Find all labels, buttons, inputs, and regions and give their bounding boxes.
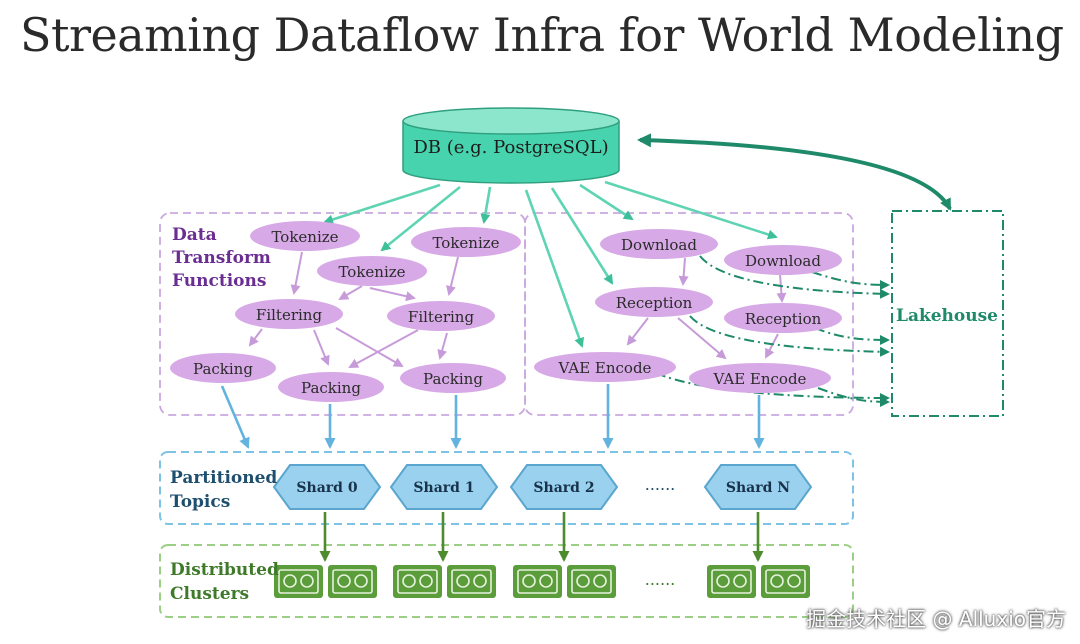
gpu-card-icon xyxy=(513,565,562,598)
svg-text:Reception: Reception xyxy=(616,294,693,312)
gpu-card-icon xyxy=(393,565,442,598)
svg-text:Reception: Reception xyxy=(745,310,822,328)
vae-encode-node-1: VAE Encode xyxy=(534,352,676,382)
cluster-ellipsis: ...... xyxy=(645,570,676,589)
lakehouse-label: Lakehouse xyxy=(896,306,998,326)
download-node-2: Download xyxy=(724,245,842,275)
shard-n: Shard N xyxy=(703,464,813,510)
gpu-card-icon xyxy=(707,565,756,598)
shard-1: Shard 1 xyxy=(389,464,499,510)
svg-text:Shard N: Shard N xyxy=(726,480,790,496)
gpu-card-icon xyxy=(328,565,377,598)
svg-text:Distributed: Distributed xyxy=(170,560,279,580)
svg-text:Packing: Packing xyxy=(193,360,253,378)
vae-encode-node-2: VAE Encode xyxy=(689,363,831,393)
gpu-card-icon xyxy=(567,565,616,598)
svg-text:Download: Download xyxy=(745,252,821,270)
page-title: Streaming Dataflow Infra for World Model… xyxy=(20,8,1064,62)
svg-text:Download: Download xyxy=(621,236,697,254)
transform-nodes: Tokenize Tokenize Tokenize Filtering Fil… xyxy=(170,221,842,402)
gpu-card-icon xyxy=(761,565,810,598)
tokenize-node-3: Tokenize xyxy=(317,256,427,286)
svg-text:Filtering: Filtering xyxy=(408,308,475,326)
db-label: DB (e.g. PostgreSQL) xyxy=(413,137,608,158)
shard-2: Shard 2 xyxy=(509,464,619,510)
svg-text:Shard 0: Shard 0 xyxy=(296,480,357,496)
cluster-arrows xyxy=(319,512,764,562)
packing-node-3: Packing xyxy=(400,363,506,393)
packing-node-1: Packing xyxy=(170,353,276,383)
watermark: 掘金技术社区 @ Alluxio官方 xyxy=(806,607,1066,631)
topics-label: Partitioned Topics xyxy=(170,468,277,512)
shard-arrows xyxy=(220,384,765,449)
tokenize-node-1: Tokenize xyxy=(250,221,360,251)
clusters-box xyxy=(159,544,854,618)
svg-text:Partitioned: Partitioned xyxy=(170,468,277,488)
gpu-pair-n xyxy=(707,565,810,598)
transform-label: Data Transform Functions xyxy=(172,225,271,291)
svg-text:Clusters: Clusters xyxy=(170,584,249,604)
svg-text:VAE Encode: VAE Encode xyxy=(558,359,652,377)
packing-node-2: Packing xyxy=(278,372,384,402)
shards: Shard 0 Shard 1 Shard 2 Shard N ...... xyxy=(272,464,813,510)
svg-text:Filtering: Filtering xyxy=(256,306,323,324)
lakehouse-db-arrow xyxy=(637,133,952,211)
svg-text:Functions: Functions xyxy=(172,271,266,291)
reception-node-2: Reception xyxy=(724,303,842,333)
transform-arrows xyxy=(248,251,787,368)
gpu-pair-2 xyxy=(513,565,616,598)
tokenize-node-2: Tokenize xyxy=(411,227,521,257)
shard-0: Shard 0 xyxy=(272,464,382,510)
download-node-1: Download xyxy=(600,229,718,259)
filtering-node-1: Filtering xyxy=(235,299,343,329)
db-cylinder: DB (e.g. PostgreSQL) xyxy=(402,107,620,184)
svg-text:Shard 2: Shard 2 xyxy=(533,480,594,496)
clusters-label: Distributed Clusters xyxy=(170,560,279,604)
svg-text:Packing: Packing xyxy=(423,370,483,388)
topics-box xyxy=(159,451,854,525)
svg-text:Transform: Transform xyxy=(172,248,271,268)
gpu-card-icon xyxy=(274,565,323,598)
shard-ellipsis: ...... xyxy=(645,475,676,494)
gpu-clusters: ...... xyxy=(274,565,810,598)
reception-node-1: Reception xyxy=(595,287,713,317)
gpu-pair-0 xyxy=(274,565,377,598)
filtering-node-2: Filtering xyxy=(387,301,495,331)
svg-text:Tokenize: Tokenize xyxy=(432,234,499,252)
transform-box-left xyxy=(159,212,526,416)
svg-text:Tokenize: Tokenize xyxy=(338,263,405,281)
gpu-card-icon xyxy=(447,565,496,598)
lakehouse-box xyxy=(891,210,1004,417)
svg-text:Tokenize: Tokenize xyxy=(271,228,338,246)
svg-text:Packing: Packing xyxy=(301,379,361,397)
gpu-pair-1 xyxy=(393,565,496,598)
svg-text:Topics: Topics xyxy=(170,492,230,512)
svg-text:Data: Data xyxy=(172,225,217,245)
svg-text:Shard 1: Shard 1 xyxy=(413,480,474,496)
svg-text:VAE Encode: VAE Encode xyxy=(713,370,807,388)
